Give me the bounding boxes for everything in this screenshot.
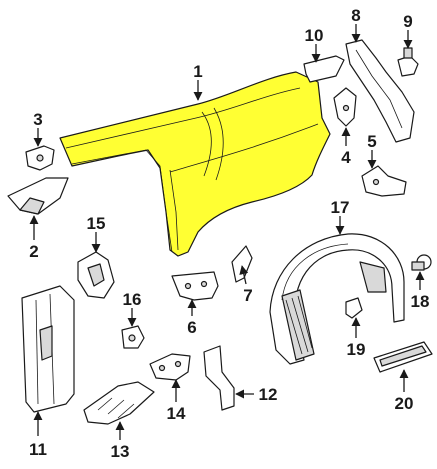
- callout-17: 17: [331, 198, 350, 217]
- part-wheelhouse-liner[interactable]: [269, 233, 405, 365]
- part-bracket-6[interactable]: [171, 271, 219, 301]
- callout-labels: 1 2 3 4 5 6 7 8 9 10 11 12 13 14 15 16 1…: [29, 6, 429, 461]
- callout-1: 1: [193, 62, 202, 81]
- callout-7: 7: [243, 286, 252, 305]
- part-quarter-panel[interactable]: [59, 71, 331, 257]
- callout-18: 18: [411, 292, 430, 311]
- callout-9: 9: [403, 12, 412, 31]
- part-nut-clip-19[interactable]: [345, 297, 363, 319]
- part-corner-trim[interactable]: [7, 177, 69, 215]
- callout-6: 6: [187, 318, 196, 337]
- part-bumper-9[interactable]: [397, 47, 419, 77]
- callout-10: 10: [305, 26, 324, 45]
- callout-20: 20: [395, 394, 414, 413]
- part-bracket-7[interactable]: [231, 245, 253, 283]
- part-bracket-4[interactable]: [333, 87, 357, 127]
- part-bracket-10[interactable]: [303, 55, 345, 83]
- callout-19: 19: [347, 340, 366, 359]
- callout-4: 4: [341, 148, 351, 167]
- callout-13: 13: [111, 442, 130, 461]
- leader-7: [239, 265, 249, 285]
- callout-2: 2: [29, 242, 38, 261]
- callout-5: 5: [367, 132, 376, 151]
- part-latch-15[interactable]: [77, 251, 115, 299]
- callout-11: 11: [29, 440, 47, 459]
- callout-8: 8: [351, 6, 360, 25]
- leader-lines: [29, 24, 425, 440]
- callout-15: 15: [87, 214, 106, 233]
- part-support-13[interactable]: [83, 381, 155, 425]
- part-pillar-11[interactable]: [21, 285, 75, 413]
- part-small-bracket-3[interactable]: [25, 145, 55, 171]
- part-clip-16[interactable]: [121, 325, 145, 349]
- part-reinforcement-8[interactable]: [345, 39, 415, 143]
- part-bracket-5[interactable]: [361, 165, 407, 197]
- callout-12: 12: [259, 385, 278, 404]
- part-push-pin-18[interactable]: [411, 254, 432, 271]
- part-bracket-14[interactable]: [149, 353, 191, 381]
- callout-14: 14: [167, 404, 186, 423]
- part-bracket-12[interactable]: [203, 345, 235, 411]
- callout-16: 16: [123, 290, 142, 309]
- callout-3: 3: [33, 110, 42, 129]
- part-reflector-20[interactable]: [373, 341, 433, 373]
